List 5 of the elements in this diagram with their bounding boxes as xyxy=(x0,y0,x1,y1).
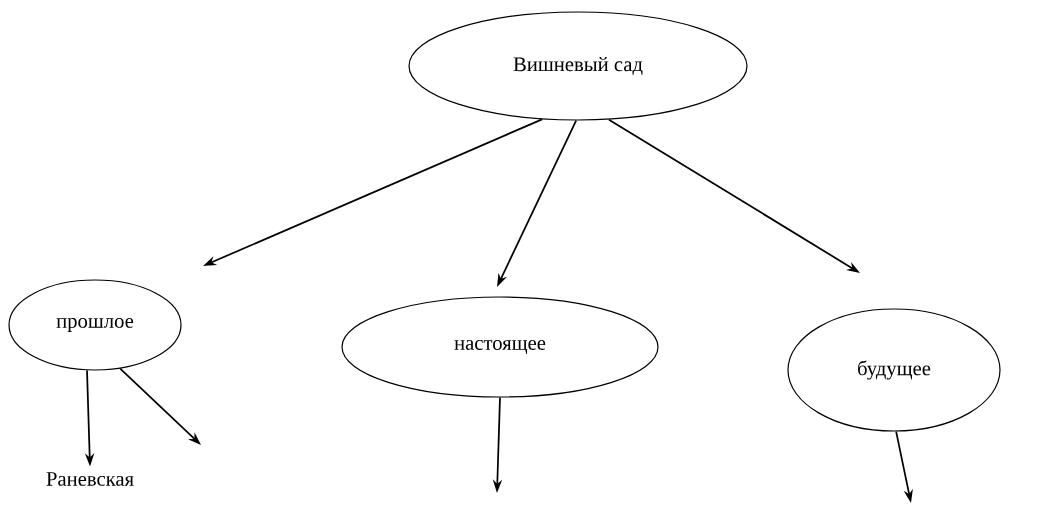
ellipse-node: настоящее xyxy=(341,296,659,398)
node-label: Раневская xyxy=(46,472,134,486)
ellipse-node: Вишневый сад xyxy=(408,11,748,121)
ellipse-node: будущее xyxy=(787,308,1001,432)
ellipse-node: прошлое xyxy=(8,279,182,371)
